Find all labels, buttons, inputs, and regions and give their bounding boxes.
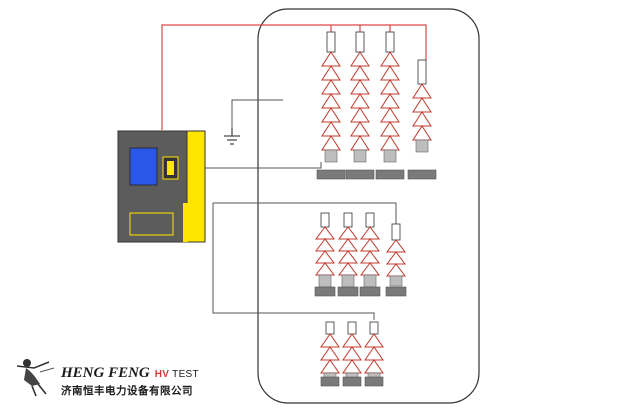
insulator-mid-1 — [314, 212, 336, 297]
insulator-bottom-1 — [320, 321, 340, 387]
instrument-indicator — [167, 161, 174, 175]
brand-name: HENG FENG HV TEST — [61, 365, 199, 382]
instrument-side-panel — [186, 130, 206, 243]
insulator-mid-4 — [385, 223, 407, 297]
insulator-top-4 — [407, 59, 437, 180]
insulator-top-3 — [375, 31, 405, 180]
instrument-notch — [183, 203, 188, 242]
brand-hv: HV — [154, 369, 170, 380]
ground-icon — [224, 128, 240, 145]
insulator-bottom-2 — [342, 321, 362, 387]
brand-tagline: HV TEST — [155, 369, 199, 380]
insulator-mid-2 — [337, 212, 359, 297]
brand-name-text: HENG FENG — [61, 365, 150, 381]
test-instrument — [117, 130, 206, 243]
insulator-group — [314, 31, 437, 387]
insulator-bottom-3 — [364, 321, 384, 387]
instrument-screen — [129, 147, 158, 186]
brand-logo: HENG FENG HV TEST 济南恒丰电力设备有限公司 — [14, 352, 214, 402]
high-voltage-wire — [161, 24, 427, 130]
instrument-keypad-frame — [129, 212, 174, 236]
insulator-mid-3 — [359, 212, 381, 297]
brand-chinese-name: 济南恒丰电力设备有限公司 — [61, 385, 193, 397]
connection-wires — [205, 99, 397, 320]
brand-test: TEST — [172, 369, 199, 380]
insulator-top-1 — [316, 31, 346, 180]
worker-logo-icon — [16, 359, 55, 397]
test-area-enclosure — [257, 8, 480, 404]
insulator-top-2 — [345, 31, 375, 180]
